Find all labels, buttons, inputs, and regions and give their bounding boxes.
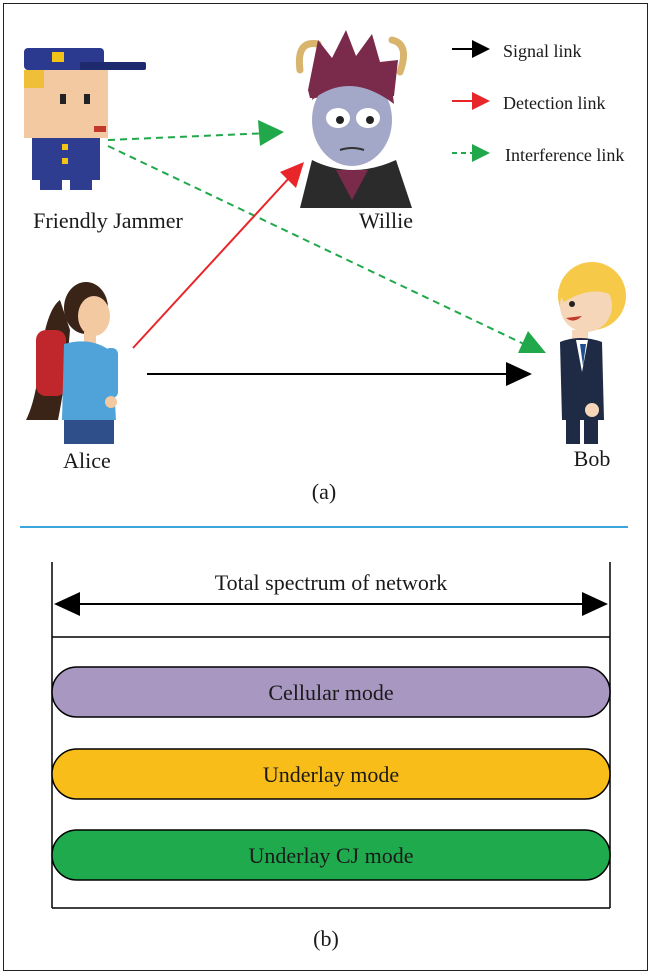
cellular-mode-bar (51, 666, 611, 718)
willie-icon (295, 30, 412, 208)
bob-icon (558, 262, 626, 444)
alice-icon (26, 282, 118, 444)
signal-arrowhead-bob (506, 362, 532, 386)
caption-a: (a) (312, 479, 336, 504)
interference-arrowhead-willie (258, 120, 284, 146)
legend-detection-label: Detection link (503, 93, 605, 113)
legend-interference-label: Interference link (505, 145, 624, 165)
interference-arrowhead-bob (518, 331, 546, 353)
legend-interference-arrowhead (472, 144, 490, 162)
underlay-mode-label: Underlay mode (263, 762, 399, 787)
cellular-mode-label: Cellular mode (268, 680, 393, 705)
label-willie: Willie (359, 208, 413, 233)
figure-frame (3, 3, 648, 971)
detection-arrowhead-willie (280, 162, 304, 188)
caption-b: (b) (313, 926, 339, 951)
label-bob: Bob (574, 446, 611, 471)
legend-signal-label: Signal link (503, 41, 582, 61)
legend: Signal link Detection link Interference … (452, 40, 624, 165)
interference-link-jammer-bob (107, 145, 527, 346)
spectrum-label: Total spectrum of network (215, 570, 447, 595)
legend-signal-arrowhead (472, 40, 490, 58)
detection-link-alice-willie (132, 176, 291, 349)
interference-link-jammer-willie (107, 132, 271, 141)
legend-detection-arrowhead (472, 92, 490, 110)
spectrum-arrowhead-left (54, 592, 80, 616)
friendly-jammer-icon (24, 48, 146, 190)
label-alice: Alice (63, 448, 111, 473)
underlay-cj-mode-label: Underlay CJ mode (249, 843, 414, 868)
spectrum-arrowhead-right (582, 592, 608, 616)
underlay-mode-bar (51, 748, 611, 800)
label-friendly-jammer: Friendly Jammer (33, 208, 183, 233)
underlay-cj-mode-bar (51, 829, 611, 881)
